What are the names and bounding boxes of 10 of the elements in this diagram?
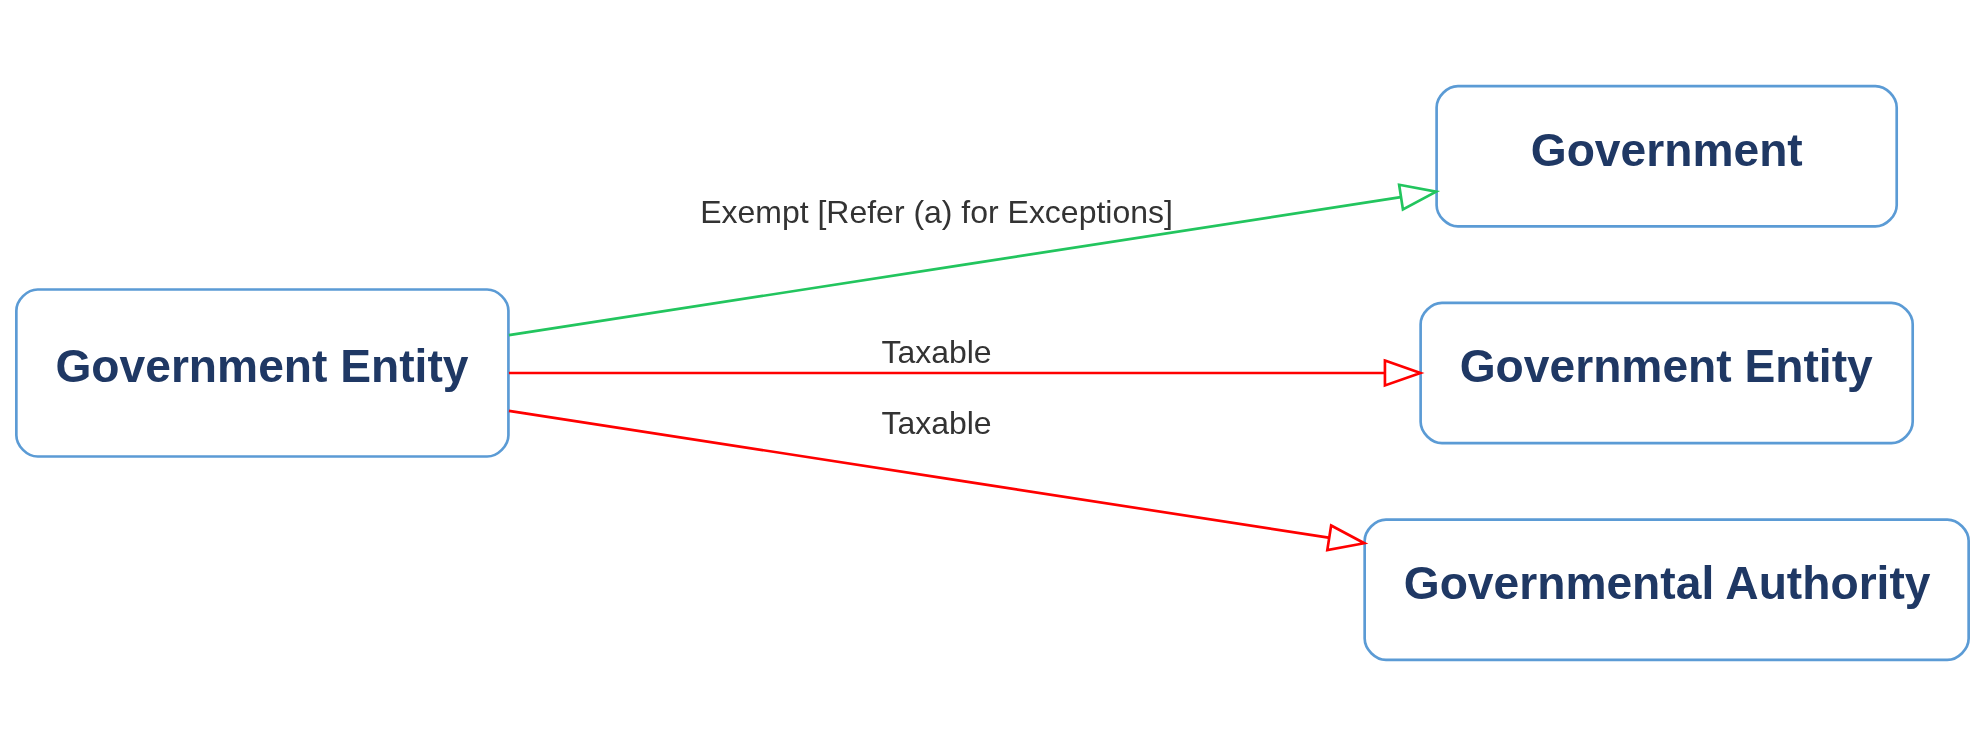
node-box: Government xyxy=(1435,84,1899,228)
arrow xyxy=(508,358,1425,387)
node-box: Government Entity xyxy=(15,287,510,458)
edge-label: Exempt [Refer (a) for Exceptions] xyxy=(700,193,1173,230)
edge-label: Taxable xyxy=(881,404,992,441)
edge-label: Taxable xyxy=(881,333,992,370)
node-box: Government Entity xyxy=(1419,301,1914,444)
arrow xyxy=(508,409,1369,552)
arrow xyxy=(508,182,1441,336)
node-box: Governmental Authority xyxy=(1363,517,1970,661)
